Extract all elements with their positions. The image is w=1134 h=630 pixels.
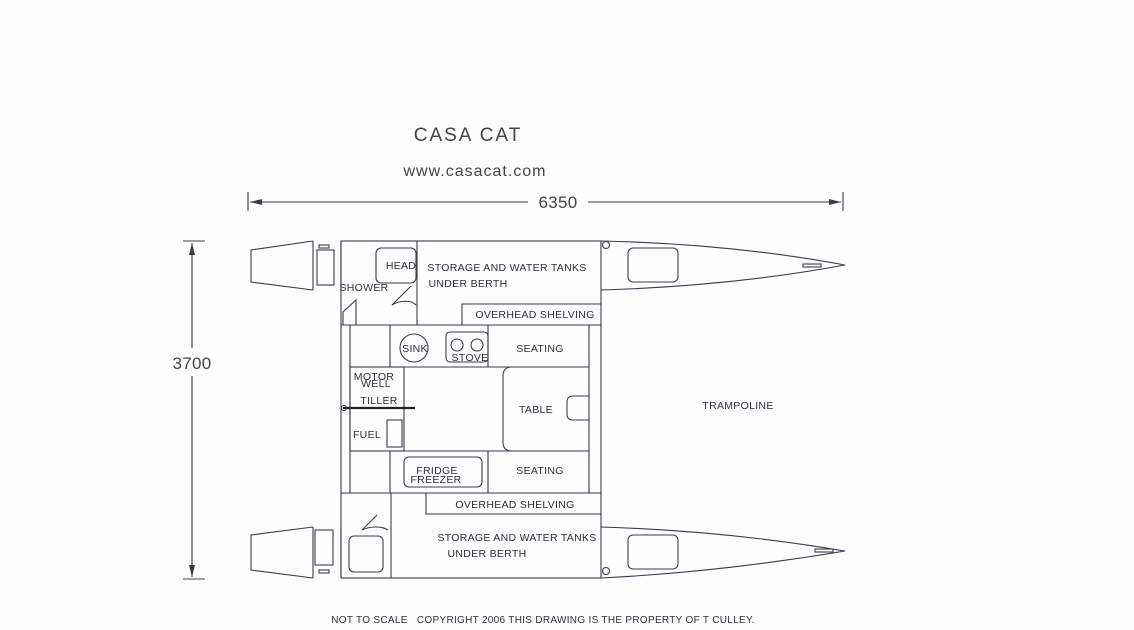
shower-label: SHOWER <box>339 282 388 294</box>
storage-top-label-2: UNDER BERTH <box>429 278 508 290</box>
copyright-footer: NOT TO SCALE COPYRIGHT 2006 THIS DRAWING… <box>331 615 754 626</box>
fridge-label-1: FRIDGE <box>416 465 457 477</box>
beam-dimension: 3700 <box>172 240 211 580</box>
motor-well-label-1: MOTOR <box>354 371 395 383</box>
table-label: TABLE <box>519 404 553 416</box>
length-dimension: 6350 <box>247 192 844 212</box>
seating-bottom-label: SEATING <box>516 465 563 477</box>
storage-bottom-label-1: STORAGE AND WATER TANKS <box>437 532 596 544</box>
beam-value: 3700 <box>172 354 211 373</box>
fridge-label-2: FREEZER <box>410 474 461 486</box>
storage-top-label-1: STORAGE AND WATER TANKS <box>427 262 586 274</box>
website-url: www.casacat.com <box>402 163 546 180</box>
drawing-title: CASA CAT <box>414 125 523 146</box>
overhead-shelving-bottom-label: OVERHEAD SHELVING <box>455 499 574 511</box>
storage-bottom-label-2: UNDER BERTH <box>448 548 527 560</box>
motor-well-label-2: WELL <box>361 378 391 390</box>
overhead-shelving-top-label: OVERHEAD SHELVING <box>475 309 594 321</box>
fuel-label: FUEL <box>353 429 381 441</box>
cabin-outline <box>340 240 611 579</box>
sink-label: SINK <box>402 343 428 355</box>
stove-label: STOVE <box>452 352 489 364</box>
seating-top-label: SEATING <box>516 343 563 355</box>
tiller-label: TILLER <box>360 395 398 407</box>
head-label: HEAD <box>386 260 416 272</box>
length-value: 6350 <box>538 193 577 212</box>
trampoline-label: TRAMPOLINE <box>702 400 773 412</box>
